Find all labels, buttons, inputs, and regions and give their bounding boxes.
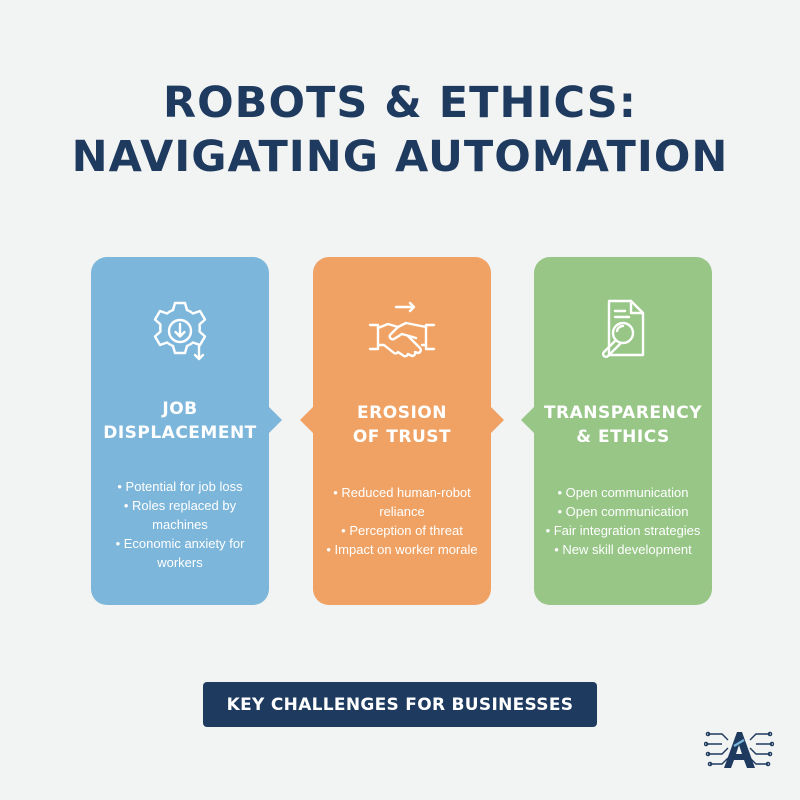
card-connector-arrow: [269, 407, 282, 433]
card-erosion-of-trust: EROSION OF TRUST Reduced human-robot rel…: [300, 257, 504, 605]
list-item: Open communication: [536, 483, 710, 502]
list-item: Open communication: [536, 502, 710, 521]
document-magnifier-icon: [534, 295, 712, 371]
card-connector-arrow-left: [300, 407, 313, 433]
card-job-displacement: JOB DISPLACEMENT Potential for job loss …: [91, 257, 282, 605]
list-item: Fair integration strategies: [536, 521, 710, 540]
card-heading: EROSION OF TRUST: [352, 403, 452, 447]
bullet-list: Potential for job loss Roles replaced by…: [99, 477, 261, 572]
list-item: New skill development: [536, 540, 710, 559]
list-item: Economic anxiety for workers: [99, 534, 261, 572]
key-challenges-banner: KEY CHALLENGES FOR BUSINESSES: [203, 682, 597, 727]
card-connector-arrow: [521, 407, 534, 433]
card-connector-arrow-right: [491, 407, 504, 433]
circuit-a-logo-icon: A: [703, 726, 775, 772]
banner-label: KEY CHALLENGES FOR BUSINESSES: [226, 694, 574, 715]
list-item: Reduced human-robot reliance: [321, 483, 483, 521]
title-line-2: NAVIGATING AUTOMATION: [71, 132, 729, 182]
list-item: Potential for job loss: [99, 477, 261, 496]
handshake-icon: [313, 295, 491, 371]
gear-download-icon: [91, 295, 269, 371]
card-heading: TRANSPARENCY & ETHICS: [543, 403, 703, 447]
list-item: Roles replaced by machines: [99, 496, 261, 534]
card-heading: JOB DISPLACEMENT: [103, 399, 257, 443]
list-item: Impact on worker morale: [321, 540, 483, 559]
title-line-1: ROBOTS & ETHICS:: [163, 78, 637, 128]
bullet-list: Open communication Open communication Fa…: [536, 483, 710, 559]
list-item: Perception of threat: [321, 521, 483, 540]
page-title: ROBOTS & ETHICS: NAVIGATING AUTOMATION: [0, 76, 800, 184]
bullet-list: Reduced human-robot reliance Perception …: [321, 483, 483, 559]
card-transparency-ethics: TRANSPARENCY & ETHICS Open communication…: [521, 257, 712, 605]
